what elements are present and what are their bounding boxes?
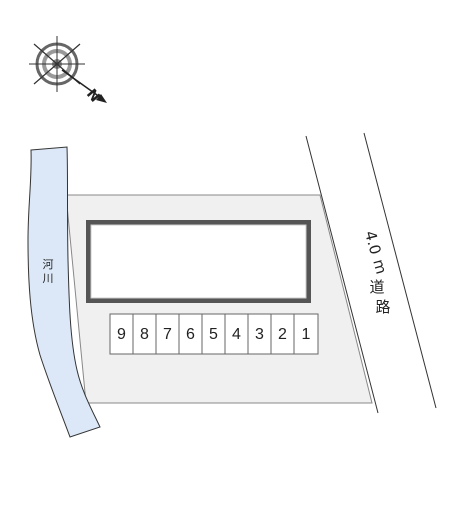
road-label-char-2: 路 [375,298,390,316]
parking-slot-3: 3 [255,326,264,343]
parking-slot-8: 8 [140,326,149,343]
road-label-unit: m [369,257,390,276]
river [27,146,101,438]
river-label-char-1: 河 [43,258,54,271]
parking-slot-4: 4 [232,326,241,343]
north-label: N [83,86,103,105]
parking-slot-5: 5 [209,326,218,343]
road-label-width: 4.0 [361,229,385,257]
parking-slot-2: 2 [278,326,287,343]
building-inner [90,224,307,299]
parking-slot-9: 9 [117,326,126,343]
road-edge-left [305,135,379,414]
parking-area [109,313,319,355]
compass-rose-icon [29,36,107,103]
river-label-char-2: 川 [43,272,54,285]
road-label-char-1: 道 [369,278,384,296]
road-edge-right [363,132,437,409]
parking-slot-1: 1 [302,326,311,343]
parking-slot-7: 7 [163,326,172,343]
parking-slot-6: 6 [186,326,195,343]
